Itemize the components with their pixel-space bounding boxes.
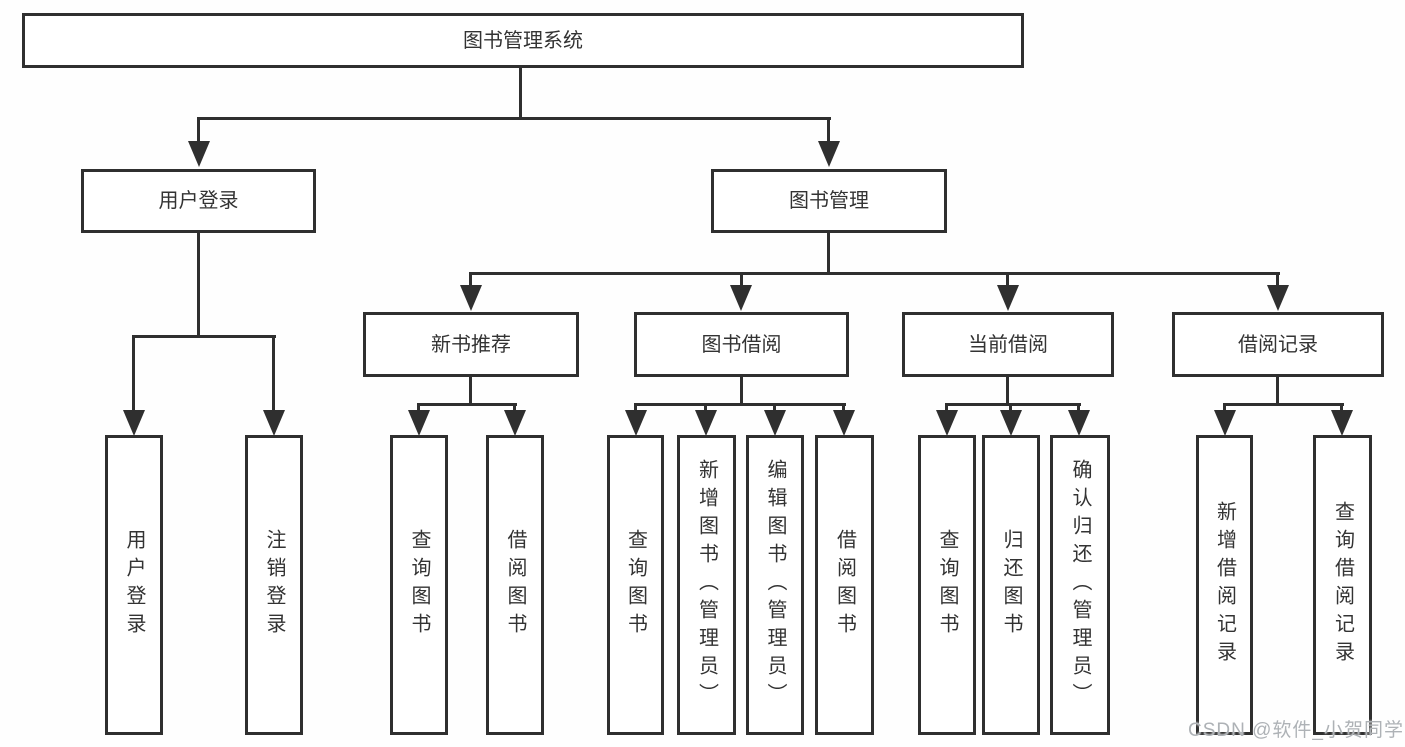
connector-line	[469, 272, 472, 288]
leaf-query-books-borrowing-label: 查询图书	[624, 529, 647, 641]
connector-line	[197, 232, 200, 337]
node-new-book-recommend-label: 新书推荐	[431, 333, 511, 356]
leaf-confirm-return-admin-label: 确认归还（管理员）	[1069, 459, 1091, 711]
node-user-login-label: 用户登录	[158, 190, 239, 212]
arrowhead-down	[695, 410, 717, 436]
leaf-user-login: 用户登录	[105, 435, 163, 735]
arrowhead-down	[730, 285, 752, 311]
connector-line	[1276, 376, 1279, 405]
arrowhead-down	[1068, 410, 1090, 436]
leaf-add-borrow-record-label: 新增借阅记录	[1213, 501, 1236, 669]
arrowhead-down	[1214, 410, 1236, 436]
arrowhead-down	[1000, 410, 1022, 436]
arrowhead-down	[123, 410, 145, 436]
csdn-watermark: CSDN @软件_小贺同学	[1188, 720, 1404, 741]
connector-line	[827, 117, 830, 143]
leaf-user-login-label: 用户登录	[123, 529, 145, 641]
node-book-borrowing: 图书借阅	[634, 312, 849, 377]
arrowhead-down	[263, 410, 285, 436]
connector-line	[1340, 403, 1343, 412]
connector-line	[417, 403, 420, 412]
leaf-logout: 注销登录	[245, 435, 303, 735]
leaf-add-book-admin-label: 新增图书（管理员）	[695, 459, 718, 711]
leaf-query-books-current: 查询图书	[918, 435, 976, 735]
leaf-logout-label: 注销登录	[263, 529, 285, 641]
connector-line	[469, 376, 472, 405]
arrowhead-down	[625, 410, 647, 436]
arrowhead-down	[408, 410, 430, 436]
leaf-borrow-books-recommend-label: 借阅图书	[504, 529, 526, 641]
connector-line	[469, 272, 1280, 275]
connector-line	[1077, 403, 1080, 412]
connector-line	[1006, 272, 1009, 288]
arrowhead-down	[764, 410, 786, 436]
connector-line	[1276, 272, 1279, 288]
node-book-borrowing-label: 图书借阅	[701, 333, 782, 356]
connector-line	[197, 117, 831, 120]
arrowhead-down	[1331, 410, 1353, 436]
connector-line	[1006, 376, 1009, 405]
leaf-return-book: 归还图书	[982, 435, 1040, 735]
node-current-borrowing-label: 当前借阅	[968, 333, 1048, 356]
connector-line	[945, 403, 948, 412]
connector-line	[842, 403, 845, 412]
node-root: 图书管理系统	[22, 13, 1024, 68]
leaf-query-borrow-record: 查询借阅记录	[1313, 435, 1372, 735]
arrowhead-down	[188, 141, 210, 167]
leaf-query-books-current-label: 查询图书	[936, 529, 958, 641]
connector-line	[417, 403, 517, 406]
arrowhead-down	[818, 141, 840, 167]
connector-line	[827, 232, 830, 274]
arrowhead-down	[504, 410, 526, 436]
node-current-borrowing: 当前借阅	[902, 312, 1114, 377]
connector-line	[634, 403, 846, 406]
connector-line	[634, 403, 637, 412]
connector-line	[197, 117, 200, 143]
connector-line	[773, 403, 776, 412]
node-book-management: 图书管理	[711, 169, 947, 233]
node-borrowing-records: 借阅记录	[1172, 312, 1384, 377]
leaf-borrow-books-label: 借阅图书	[833, 529, 856, 641]
connector-line	[519, 67, 522, 119]
leaf-query-books-borrowing: 查询图书	[607, 435, 664, 735]
connector-line	[704, 403, 707, 412]
node-borrowing-records-label: 借阅记录	[1238, 333, 1318, 356]
connector-line	[1223, 403, 1344, 406]
node-root-label: 图书管理系统	[463, 29, 583, 52]
leaf-query-borrow-record-label: 查询借阅记录	[1331, 501, 1354, 669]
leaf-borrow-books-recommend: 借阅图书	[486, 435, 544, 735]
leaf-edit-book-admin-label: 编辑图书（管理员）	[764, 459, 786, 711]
connector-line	[945, 403, 1081, 406]
connector-line	[272, 335, 275, 412]
leaf-query-books-recommend: 查询图书	[390, 435, 448, 735]
leaf-confirm-return-admin: 确认归还（管理员）	[1050, 435, 1110, 735]
arrowhead-down	[460, 285, 482, 311]
leaf-add-book-admin: 新增图书（管理员）	[677, 435, 736, 735]
leaf-add-borrow-record: 新增借阅记录	[1196, 435, 1253, 735]
leaf-query-books-recommend-label: 查询图书	[408, 529, 430, 641]
arrowhead-down	[997, 285, 1019, 311]
node-new-book-recommend: 新书推荐	[363, 312, 579, 377]
arrowhead-down	[1267, 285, 1289, 311]
connector-line	[740, 272, 743, 288]
connector-line	[132, 335, 276, 338]
connector-line	[132, 335, 135, 412]
leaf-borrow-books: 借阅图书	[815, 435, 874, 735]
leaf-return-book-label: 归还图书	[1000, 529, 1022, 641]
node-user-login-branch: 用户登录	[81, 169, 316, 233]
connector-line	[513, 403, 516, 412]
arrowhead-down	[833, 410, 855, 436]
connector-line	[1223, 403, 1226, 412]
connector-line	[740, 376, 743, 405]
leaf-edit-book-admin: 编辑图书（管理员）	[746, 435, 804, 735]
node-book-management-label: 图书管理	[789, 190, 869, 212]
connector-line	[1009, 403, 1012, 412]
arrowhead-down	[936, 410, 958, 436]
